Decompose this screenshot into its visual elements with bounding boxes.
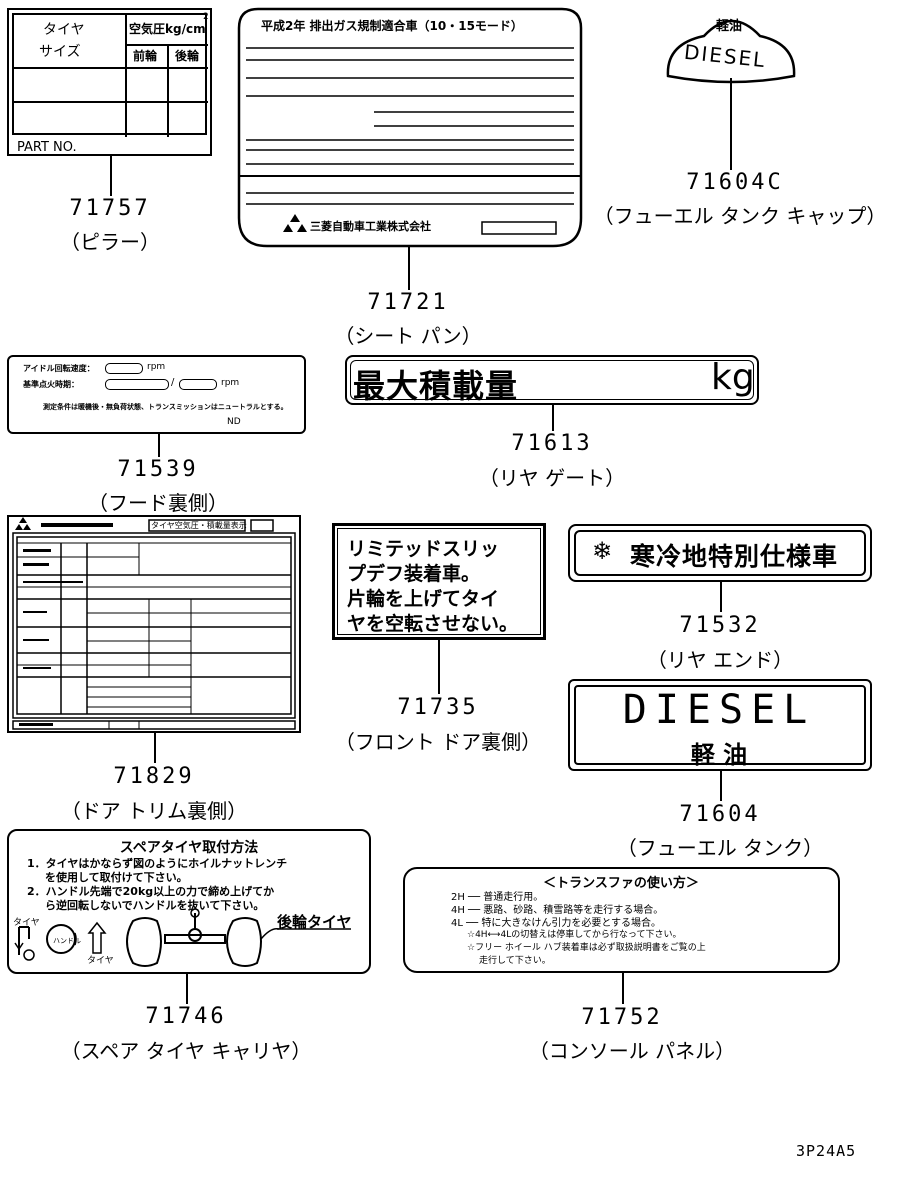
leader-71604 — [720, 771, 722, 801]
caption-71604C: （フューエル タンク キャップ） — [593, 204, 887, 228]
idle-line2: 基準点火時期： — [23, 380, 79, 389]
spare-line1b: を使用して取付けて下さい。 — [45, 871, 188, 884]
fuel-cap-label — [666, 19, 796, 84]
spare-handle-text: ハンドル — [53, 937, 81, 945]
spare-line1: 1．タイヤはかならず図のようにホイルナットレンチ — [27, 857, 288, 870]
transfer-title: ＜トランスファの使い方＞ — [543, 876, 699, 891]
lsd-label: リミテッドスリッ プデフ装着車。 片輪を上げてタイ ヤを空転させない。 — [332, 523, 546, 640]
maker-name: 三菱自動車工業株式会社 — [310, 220, 431, 233]
pressure-sup: 2 — [203, 12, 209, 22]
part-number-71604: 71604 — [679, 802, 761, 827]
lsd-line-3: 片輪を上げてタイ — [347, 588, 500, 610]
size-text: サイズ — [39, 44, 81, 60]
transfer-row5: ☆フリー ホイール ハブ装着車は必ず取扱説明書をご覧の上 — [467, 943, 706, 953]
caption-71735: （フロント ドア裏側） — [334, 730, 542, 754]
spare-title: スペアタイヤ取付方法 — [119, 840, 259, 856]
caption-71746: （スペア タイヤ キャリヤ） — [60, 1039, 312, 1063]
transfer-row6: 走行して下さい。 — [479, 956, 551, 966]
leader-71735 — [438, 640, 440, 694]
transfer-row4: ☆4H⟷4Lの切替えは停車してから行なって下さい。 — [467, 930, 682, 940]
lsd-line-1: リミテッドスリッ — [347, 538, 500, 560]
part-number-71752: 71752 — [581, 1005, 663, 1030]
spare-diagram — [14, 908, 351, 967]
leader-71613 — [552, 405, 554, 431]
transfer-label: ＜トランスファの使い方＞ 2H ── 普通走行用。 4H ── 悪路、砂路、積雪… — [403, 867, 840, 973]
max-load-label: 最大積載量 kg — [345, 355, 759, 405]
leader-71721 — [408, 246, 410, 290]
caption-71604: （フューエル タンク） — [616, 836, 824, 860]
figure-code: 3P24A5 — [796, 1142, 857, 1160]
tire-text: タイヤ — [43, 22, 85, 38]
part-number-71829: 71829 — [113, 764, 195, 789]
fuel-cap-top: 軽油 — [716, 19, 743, 34]
transfer-row3: 4L ── 特に大きなけん引力を必要とする場合。 — [451, 918, 662, 929]
lsd-line-2: プデフ装着車。 — [347, 563, 481, 585]
part-number-71613: 71613 — [511, 431, 593, 456]
leader-71746 — [186, 974, 188, 1004]
door-label-lines — [12, 517, 296, 730]
max-load-unit: kg — [711, 357, 755, 398]
caption-71539: （フード裏側） — [88, 491, 228, 515]
transfer-row1: 2H ── 普通走行用。 — [451, 892, 544, 903]
idle-line1: アイドル回転速度： — [23, 364, 95, 373]
leader-71604C — [730, 78, 732, 170]
max-load-text: 最大積載量 — [353, 367, 519, 405]
idle-note: 測定条件は暖機後・無負荷状態、トランスミッションはニュートラルとする。 — [43, 403, 288, 411]
front-text: 前輪 — [133, 49, 158, 63]
idle-rpm1: rpm — [147, 362, 166, 372]
spare-line2: 2．ハンドル先端で20kg以上の力で締め上げてか — [27, 885, 275, 898]
part-no-text: PART NO. — [17, 140, 77, 155]
caption-71613: （リヤ ゲート） — [478, 466, 626, 490]
cold-region-label: ❄ 寒冷地特別仕様車 — [568, 524, 872, 582]
part-number-71721: 71721 — [367, 290, 449, 315]
tire-pressure-label: タイヤ サイズ 空気圧kg/cm 2 前輪 後輪 PART NO. — [7, 8, 212, 156]
part-number-71604C: 71604C — [686, 170, 784, 195]
part-number-71757: 71757 — [69, 196, 151, 221]
caption-71752: （コンソール パネル） — [528, 1039, 736, 1063]
rear-text: 後輪 — [175, 49, 200, 63]
part-number-71746: 71746 — [145, 1004, 227, 1029]
part-number-71735: 71735 — [397, 695, 479, 720]
door-label-title: タイヤ空気圧・積載量表示 — [151, 521, 247, 530]
spare-tire-bottom-text: タイヤ — [87, 956, 114, 966]
pressure-text: 空気圧kg/cm — [129, 22, 206, 36]
leader-71829 — [154, 733, 156, 763]
caption-71721: （シート パン） — [334, 324, 482, 348]
part-number-71532: 71532 — [679, 613, 761, 638]
idle-slash: / — [171, 377, 175, 388]
snowflake-icon: ❄ — [592, 537, 613, 565]
caption-71829: （ドア トリム裏側） — [60, 799, 248, 823]
leader-71532 — [720, 582, 722, 612]
caption-71757: （ピラー） — [60, 230, 160, 254]
leader-71539 — [158, 433, 160, 457]
part-number-71539: 71539 — [117, 457, 199, 482]
diesel-sub: 軽 油 — [690, 741, 748, 769]
leader-71752 — [622, 973, 624, 1004]
emission-header: 平成2年 排出ガス規制適合車（10・15モード） — [261, 19, 523, 33]
lsd-line-4: ヤを空転させない。 — [347, 613, 519, 635]
door-label: タイヤ空気圧・積載量表示 — [7, 515, 301, 733]
spare-tire-left-text: タイヤ — [13, 918, 40, 928]
leader-71757 — [110, 156, 112, 196]
spare-line2b: ら逆回転しないでハンドルを抜いて下さい。 — [45, 899, 265, 912]
spare-rear-tire-text: 後輪タイヤ — [277, 913, 352, 931]
transfer-row2: 4H ── 悪路、砂路、積雪路等を走行する場合。 — [451, 905, 664, 916]
idle-code: ND — [227, 417, 241, 427]
idle-rpm2: rpm — [221, 378, 240, 388]
spare-tire-label: スペアタイヤ取付方法 1．タイヤはかならず図のようにホイルナットレンチ を使用し… — [7, 829, 371, 974]
caption-71532: （リヤ エンド） — [646, 648, 794, 672]
diesel-word: DIESEL — [622, 687, 816, 733]
idle-label: アイドル回転速度： rpm 基準点火時期： / rpm 測定条件は暖機後・無負荷… — [7, 355, 306, 434]
emission-label — [237, 7, 583, 248]
diesel-label: DIESEL 軽 油 — [568, 679, 872, 771]
cold-region-text: 寒冷地特別仕様車 — [630, 542, 839, 571]
